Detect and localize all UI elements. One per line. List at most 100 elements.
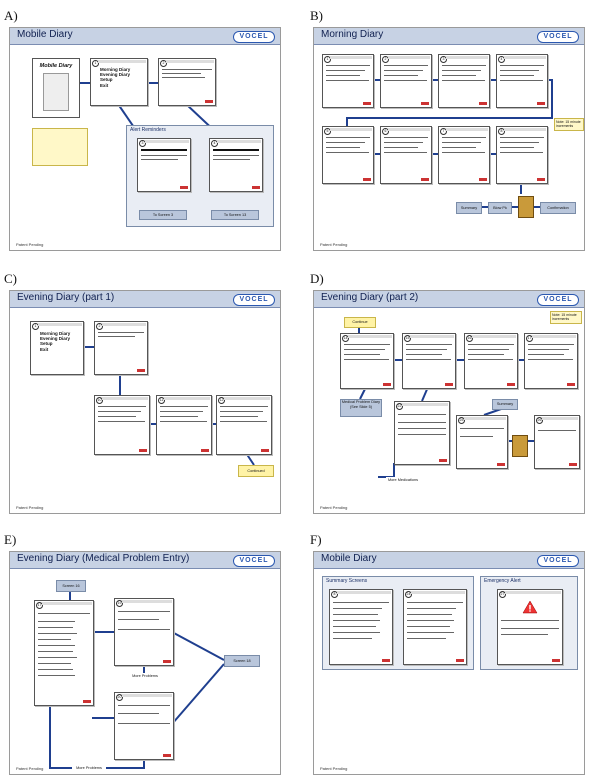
soft-key[interactable] [497,463,505,466]
summary-button[interactable]: Summary [456,202,482,214]
more-problems-label[interactable]: More Problems [128,673,162,679]
soft-key[interactable] [421,178,429,181]
text-line [118,713,159,714]
to-screen-3-button[interactable]: To Screen 3 [139,210,187,220]
text-line [398,434,446,435]
slide-header: Evening Diary (part 2) VOCEL [314,291,584,308]
screen-16-button[interactable]: Screen 16 [56,580,86,592]
main-menu: Morning Diary Evening Diary Setup Exit [40,331,70,352]
soft-key[interactable] [261,449,269,452]
text-line [141,159,178,160]
soft-key[interactable] [163,754,171,757]
text-line [500,80,543,81]
menu-item-exit[interactable]: Exit [100,82,109,88]
menu-item-setup[interactable]: Setup [40,341,53,347]
soft-key[interactable] [205,100,213,103]
screen-number: 1 [32,323,39,330]
soft-key[interactable] [537,178,545,181]
phone-screen: 2 [158,58,216,106]
soft-key[interactable] [537,102,545,105]
text-line [38,613,90,614]
screen-bar [42,602,92,605]
continued-button[interactable]: Continued [238,465,274,477]
summary-button[interactable]: Summary [492,399,518,410]
text-line [528,349,569,350]
phone-screen: 6 [380,126,432,184]
screen-number: 7 [440,128,447,135]
increment-note: Note: 15 minute increments [550,311,582,324]
text-line [326,70,365,71]
phone-screen: 2 [94,321,148,375]
menu-item-morning[interactable]: Morning Diary [100,67,131,72]
subpanel-title: Emergency Alert [484,578,521,584]
phone-screen: 4 [496,54,548,108]
menu-item-setup[interactable]: Setup [100,77,113,83]
soft-key[interactable] [139,449,147,452]
more-problems-label[interactable]: More Problems [72,765,106,771]
text-line [398,414,446,415]
soft-key[interactable] [382,659,390,662]
screen-bar [388,128,430,131]
screen-number: 20 [116,694,123,701]
phone-screen: 26 [534,415,580,469]
soft-key[interactable] [163,660,171,663]
menu-item-morning[interactable]: Morning Diary [40,331,71,336]
vocel-logo: VOCEL [233,294,275,306]
text-line [118,619,159,620]
more-medications-label[interactable]: More Medications [386,477,420,484]
blow-pk-button[interactable]: Blow Pk [488,202,512,214]
screen-number: 8 [331,591,338,598]
soft-key[interactable] [363,178,371,181]
medical-problem-button[interactable]: Medical Problem Diary (See Slide 5) [340,399,382,417]
text-line [38,669,73,670]
screen-bar [464,417,506,420]
soft-key[interactable] [421,102,429,105]
text-line [98,336,135,337]
text-line [38,633,77,634]
text-line [442,75,476,76]
soft-key[interactable] [479,178,487,181]
menu-item-evening[interactable]: Evening Diary [100,72,131,78]
text-line [38,663,71,664]
text-line [528,344,574,345]
soft-key[interactable] [569,463,577,466]
soft-key[interactable] [456,659,464,662]
screen-18-button[interactable]: Screen 18 [224,655,260,667]
continue-button[interactable]: Continue [344,317,376,328]
confirmation-button[interactable]: Confirmation [540,202,576,214]
text-line [407,608,456,609]
soft-key[interactable] [439,459,447,462]
screen-number: 1 [92,60,99,67]
soft-key[interactable] [180,186,188,189]
soft-key[interactable] [552,659,560,662]
phone-screen: 1 [322,54,374,108]
soft-key[interactable] [383,383,391,386]
soft-key[interactable] [567,383,575,386]
text-line [333,608,382,609]
menu-item-evening[interactable]: Evening Diary [40,336,71,342]
phone-screen: 8 [329,589,393,665]
soft-key[interactable] [507,383,515,386]
soft-key[interactable] [137,369,145,372]
text-line [333,614,378,615]
soft-key[interactable] [479,102,487,105]
text-line [406,354,442,355]
soft-key[interactable] [252,186,260,189]
soft-key[interactable] [201,449,209,452]
vocel-logo: VOCEL [537,294,579,306]
text-line [406,349,447,350]
slide-header: Morning Diary VOCEL [314,28,584,45]
patent-pending: Patent Pending [16,505,44,510]
note-a [32,128,88,166]
to-screen-13-button[interactable]: To Screen 13 [211,210,259,220]
screen-bar [102,397,148,400]
screen-number: 26 [536,417,543,424]
text-line [141,155,187,156]
soft-key[interactable] [363,102,371,105]
soft-key[interactable] [83,700,91,703]
text-line [468,359,513,360]
patent-pending: Patent Pending [16,242,44,247]
menu-item-exit[interactable]: Exit [40,346,49,352]
soft-key[interactable] [445,383,453,386]
phone-screen: 1 Morning Diary Evening Diary Setup Exit [90,58,148,106]
